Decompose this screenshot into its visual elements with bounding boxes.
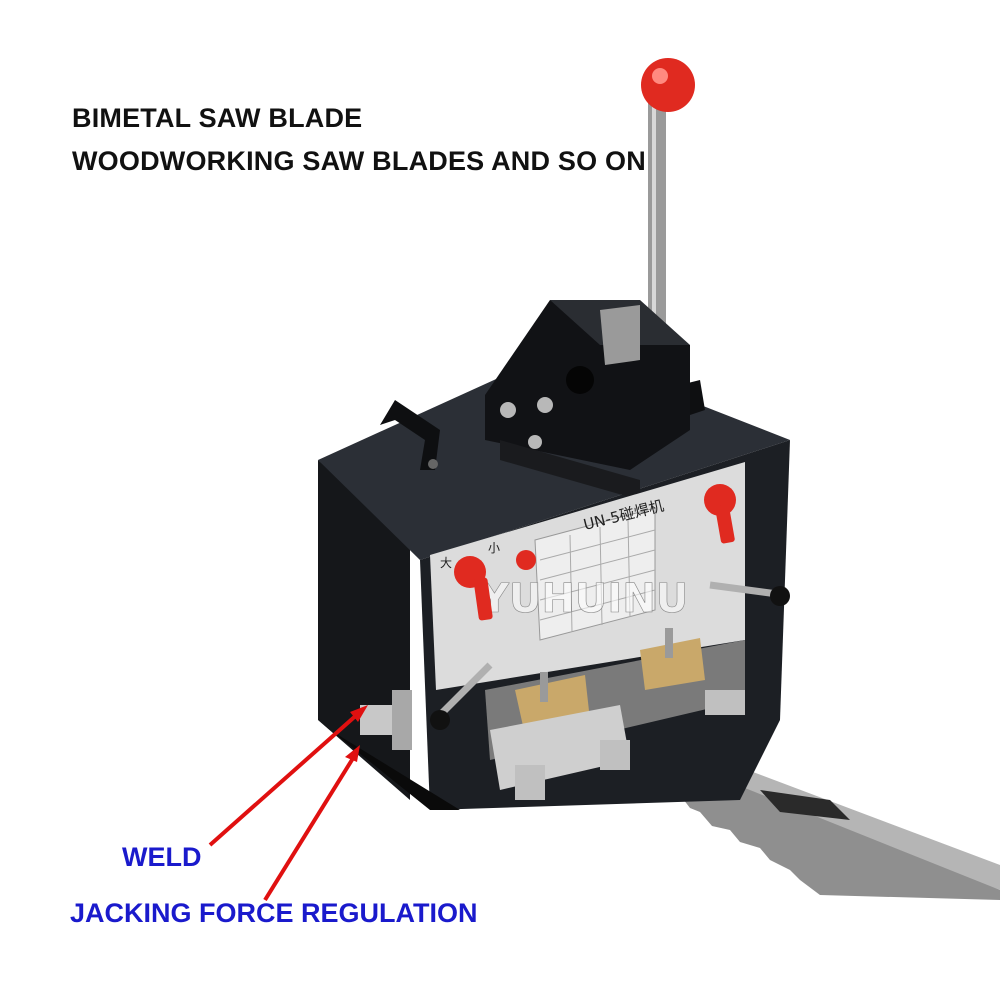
side-handles: [360, 581, 790, 750]
dial-large-label: 大: [440, 556, 452, 570]
lever: [641, 58, 695, 365]
clamp-block: [485, 300, 690, 500]
jacking-force-callout: JACKING FORCE REGULATION: [70, 898, 478, 928]
red-arrow-icon: [208, 705, 368, 902]
dial-small-label: 小: [488, 541, 500, 555]
weld-callout: WELD: [122, 842, 202, 872]
watermark: YUHUINU: [479, 576, 688, 622]
clamps: [485, 628, 745, 800]
caption-line-2: WOODWORKING SAW BLADES AND SO ON: [72, 146, 646, 176]
red-knobs: [454, 484, 736, 621]
caption-line-1: BIMETAL SAW BLADE: [72, 103, 363, 133]
